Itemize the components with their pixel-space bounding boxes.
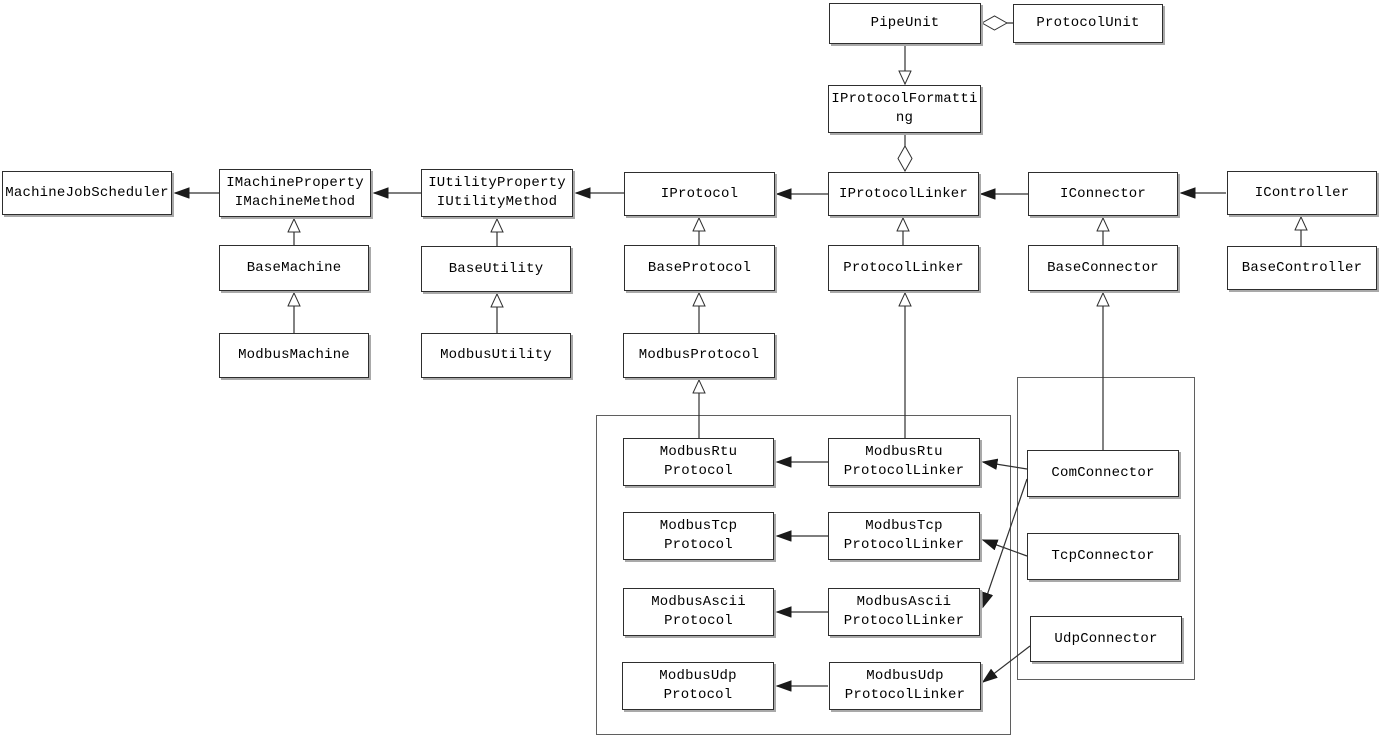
class-box-modbus-ascii-protocol: ModbusAscii Protocol: [623, 588, 774, 636]
class-label-iprotocol-formatting: IProtocolFormatti ng: [831, 91, 978, 126]
class-label-base-machine: BaseMachine: [246, 259, 342, 276]
edge-association-com-connector-to-modbus-ascii-protocol-linker: [983, 478, 1028, 607]
class-label-base-protocol: BaseProtocol: [647, 259, 752, 276]
connector-group-frame: [1017, 377, 1195, 680]
class-box-modbus-udp-protocol: ModbusUdp Protocol: [622, 662, 774, 710]
class-label-base-utility: BaseUtility: [448, 260, 544, 277]
class-label-base-controller: BaseController: [1241, 259, 1363, 276]
modbus-protocol-group-frame: [596, 415, 1011, 735]
class-box-modbus-utility: ModbusUtility: [421, 333, 571, 378]
class-box-iconnector: IConnector: [1028, 172, 1178, 216]
class-box-protocol-unit: ProtocolUnit: [1013, 4, 1163, 43]
class-label-base-connector: BaseConnector: [1047, 259, 1159, 276]
edge-association-tcp-connector-to-modbus-tcp-protocol-linker: [983, 539, 1028, 557]
class-box-modbus-udp-protocol-linker: ModbusUdp ProtocolLinker: [829, 662, 981, 710]
class-box-iprotocol-formatting: IProtocolFormatti ng: [828, 85, 981, 133]
class-box-modbus-protocol: ModbusProtocol: [623, 333, 775, 378]
class-box-tcp-connector: TcpConnector: [1027, 533, 1179, 580]
class-box-icontroller: IController: [1227, 171, 1377, 215]
class-label-iprotocol-linker: IProtocolLinker: [838, 185, 969, 202]
class-label-icontroller: IController: [1254, 184, 1350, 201]
class-box-modbus-tcp-protocol: ModbusTcp Protocol: [623, 512, 774, 560]
class-box-base-protocol: BaseProtocol: [624, 245, 775, 291]
class-label-com-connector: ComConnector: [1051, 465, 1155, 481]
class-box-iutility: IUtilityProperty IUtilityMethod: [421, 169, 573, 217]
class-box-modbus-machine: ModbusMachine: [219, 333, 369, 378]
class-label-modbus-ascii-protocol: ModbusAscii Protocol: [651, 594, 746, 629]
class-box-modbus-rtu-protocol: ModbusRtu Protocol: [623, 438, 774, 486]
class-box-modbus-ascii-protocol-linker: ModbusAscii ProtocolLinker: [828, 588, 980, 636]
class-label-iprotocol: IProtocol: [660, 185, 739, 202]
class-label-pipe-unit: PipeUnit: [870, 15, 940, 31]
class-label-modbus-rtu-protocol-linker: ModbusRtu ProtocolLinker: [843, 444, 965, 479]
edge-association-com-connector-to-modbus-rtu-protocol-linker: [983, 462, 1028, 469]
class-box-base-controller: BaseController: [1227, 246, 1377, 290]
class-label-modbus-utility: ModbusUtility: [440, 347, 552, 363]
class-label-tcp-connector: TcpConnector: [1051, 548, 1155, 564]
class-box-imachine: IMachineProperty IMachineMethod: [219, 169, 371, 217]
class-box-base-machine: BaseMachine: [219, 245, 369, 291]
class-box-iprotocol: IProtocol: [624, 172, 775, 216]
class-label-machine-job-scheduler: MachineJobScheduler: [5, 184, 169, 201]
class-box-protocol-linker: ProtocolLinker: [828, 245, 979, 291]
class-label-imachine: IMachineProperty IMachineMethod: [226, 175, 364, 210]
class-label-modbus-udp-protocol: ModbusUdp Protocol: [659, 668, 737, 703]
class-box-modbus-tcp-protocol-linker: ModbusTcp ProtocolLinker: [828, 512, 980, 560]
class-label-modbus-ascii-protocol-linker: ModbusAscii ProtocolLinker: [843, 594, 965, 629]
class-label-modbus-rtu-protocol: ModbusRtu Protocol: [659, 444, 738, 479]
class-label-iutility: IUtilityProperty IUtilityMethod: [428, 175, 566, 210]
class-label-modbus-tcp-protocol-linker: ModbusTcp ProtocolLinker: [843, 518, 965, 553]
class-box-modbus-rtu-protocol-linker: ModbusRtu ProtocolLinker: [828, 438, 980, 486]
class-label-udp-connector: UdpConnector: [1054, 630, 1158, 647]
class-label-modbus-protocol: ModbusProtocol: [638, 347, 760, 363]
edge-association-udp-connector-to-modbus-udp-protocol-linker: [983, 645, 1031, 682]
class-label-iconnector: IConnector: [1059, 185, 1146, 202]
class-box-base-connector: BaseConnector: [1028, 245, 1178, 291]
class-label-modbus-tcp-protocol: ModbusTcp Protocol: [659, 518, 738, 553]
class-box-udp-connector: UdpConnector: [1030, 616, 1182, 662]
class-box-machine-job-scheduler: MachineJobScheduler: [2, 171, 172, 215]
class-box-pipe-unit: PipeUnit: [829, 3, 981, 44]
class-box-iprotocol-linker: IProtocolLinker: [828, 172, 979, 216]
class-label-protocol-unit: ProtocolUnit: [1036, 15, 1140, 31]
class-label-modbus-machine: ModbusMachine: [238, 347, 350, 363]
class-label-modbus-udp-protocol-linker: ModbusUdp ProtocolLinker: [844, 668, 966, 703]
class-label-protocol-linker: ProtocolLinker: [843, 259, 964, 276]
class-box-base-utility: BaseUtility: [421, 246, 571, 292]
class-box-com-connector: ComConnector: [1027, 450, 1179, 497]
